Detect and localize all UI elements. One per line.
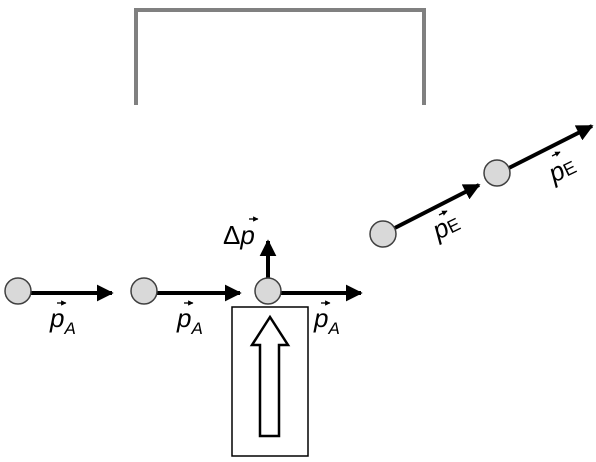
vector-overarrow-5 [551, 151, 561, 157]
goal-frame [134, 8, 426, 105]
momentum-arrow-e2 [496, 124, 594, 176]
ball-2 [130, 277, 158, 305]
label-subscript-a: A [63, 319, 75, 338]
label-delta-symbol: p [239, 220, 254, 250]
label-p-symbol: p [176, 303, 191, 333]
hollow-up-arrow-icon [249, 314, 291, 438]
label-p-symbol: p [49, 303, 64, 333]
label-p-e-2: pE [543, 150, 581, 189]
ball-before-2: pA [130, 277, 242, 338]
ball-after-1: pE [369, 183, 481, 248]
ball-after-2: pE [483, 124, 594, 189]
ball-3 [254, 277, 282, 305]
kick-box [231, 306, 309, 457]
label-p-symbol: p [313, 303, 328, 333]
ball-4 [369, 220, 397, 248]
vector-overarrow-4 [438, 210, 448, 216]
ball-1 [4, 277, 32, 305]
label-subscript-a: A [327, 319, 339, 338]
label-p-e-1: pE [427, 207, 465, 246]
label-delta-p: Δp [223, 220, 255, 250]
momentum-arrow-e1 [382, 183, 481, 236]
ball-before-1: pA [4, 277, 114, 338]
label-p-a-3: pA [313, 303, 340, 338]
label-p-a-2: pA [176, 303, 203, 338]
ball-impact: pA Δp [223, 216, 363, 338]
label-subscript-a: A [190, 319, 202, 338]
label-delta-prefix: Δ [223, 220, 240, 250]
ball-5 [483, 159, 511, 187]
label-p-a-1: pA [49, 303, 76, 338]
